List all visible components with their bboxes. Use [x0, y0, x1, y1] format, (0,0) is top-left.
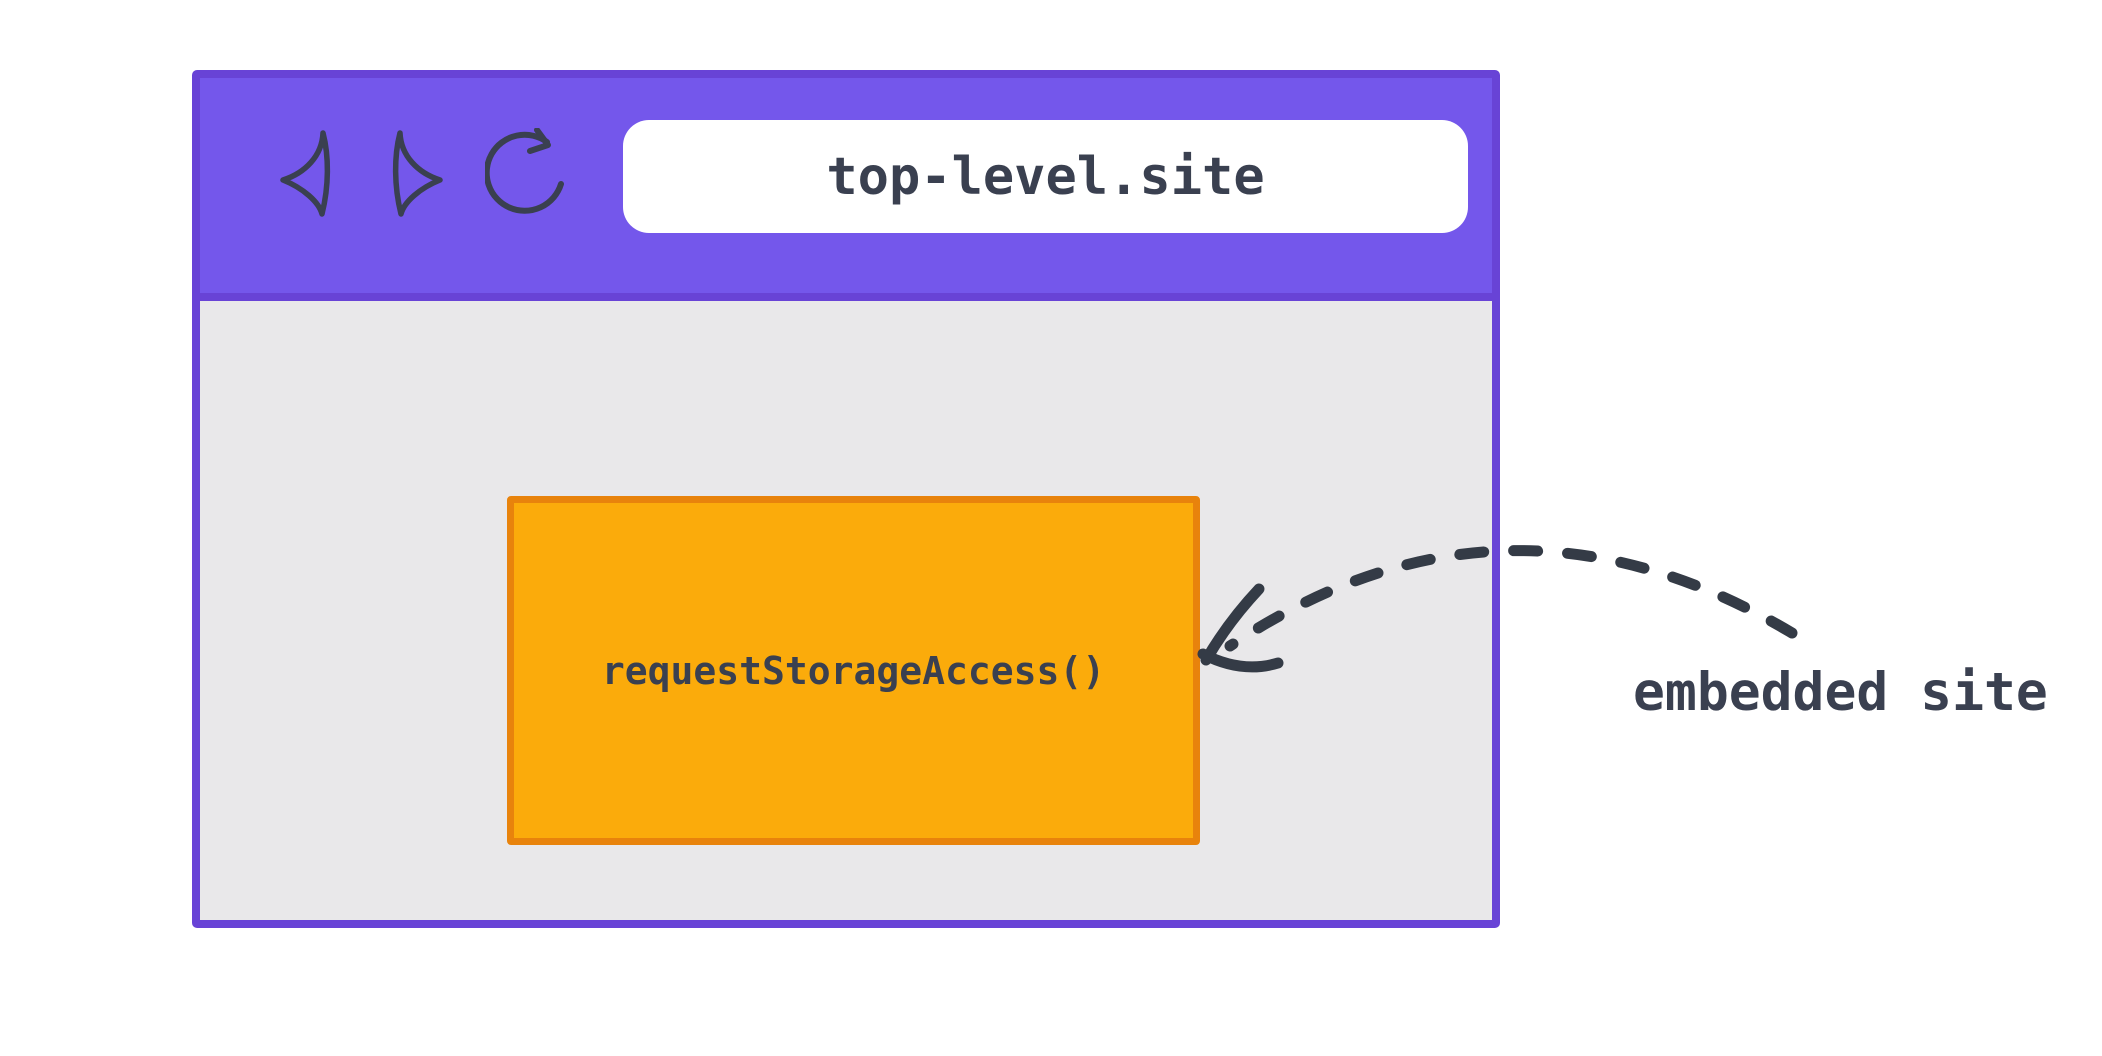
embedded-iframe-box: requestStorageAccess() — [507, 496, 1200, 845]
back-icon — [273, 128, 335, 218]
browser-viewport: requestStorageAccess() — [200, 301, 1492, 920]
address-bar: top-level.site — [623, 120, 1468, 233]
browser-window: top-level.site requestStorageAccess() — [192, 70, 1500, 928]
browser-toolbar: top-level.site — [200, 78, 1492, 301]
embedded-frame-label: requestStorageAccess() — [601, 648, 1106, 693]
forward-icon — [388, 128, 450, 218]
reload-icon — [485, 128, 577, 218]
address-url: top-level.site — [826, 146, 1265, 207]
annotation-label: embedded site — [1633, 662, 2048, 723]
